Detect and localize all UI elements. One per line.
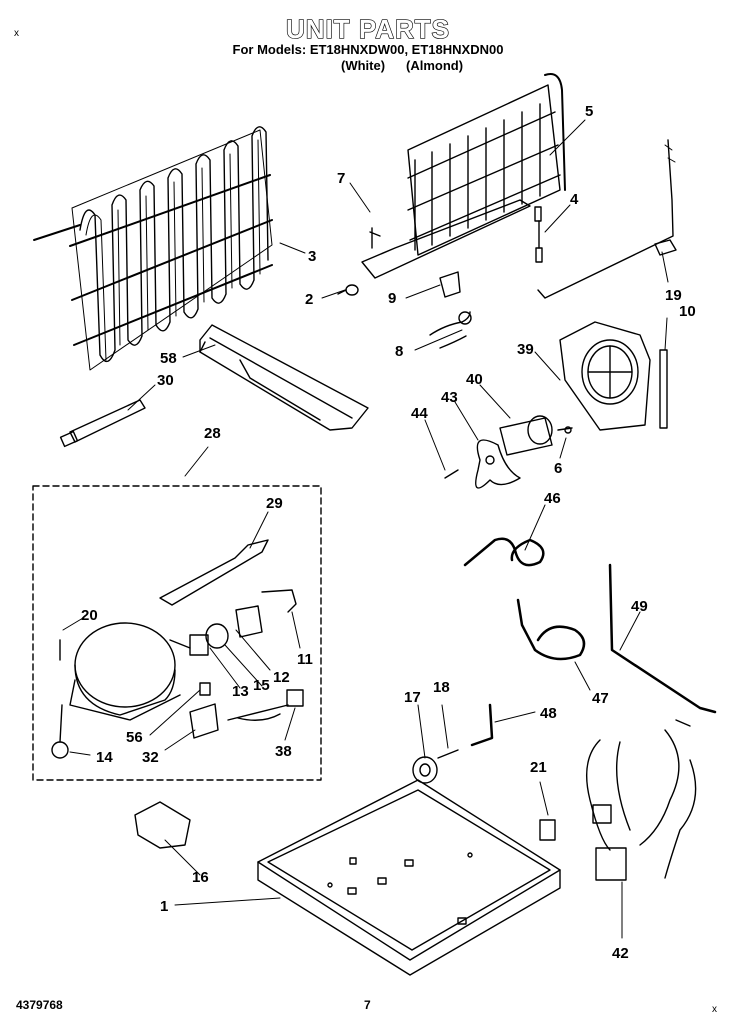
grommet [429,311,472,349]
condenser-coil [33,126,273,371]
color-almond-label: (Almond) [406,58,464,73]
page-title: UNIT PARTS [285,13,451,44]
part-label-48: 48 [540,705,557,722]
part-label-12: 12 [273,669,290,686]
part-label-42: 42 [612,945,629,962]
corner-mark-bottom-right: x [712,1004,717,1015]
part-label-16: 16 [192,869,209,886]
color-white-label: (White) [341,58,386,73]
corner-mark-top-left: x [14,28,19,39]
part-label-39: 39 [517,341,534,358]
part-label-38: 38 [275,743,292,760]
terminal-block-and-harness [189,682,304,739]
gasket-strip [659,349,668,429]
defrost-thermostat [534,139,677,299]
part-label-44: 44 [411,405,428,422]
part-label-40: 40 [466,371,483,388]
part-label-29: 29 [266,495,283,512]
part-label-7: 7 [337,170,345,187]
dryer-tube [516,598,586,661]
part-label-56: 56 [126,729,143,746]
base-frame [257,779,561,976]
evaporator-assembly [361,73,566,279]
part-label-9: 9 [388,290,396,307]
part-label-4: 4 [570,191,579,208]
part-label-32: 32 [142,749,159,766]
filter-drier [159,539,269,606]
doc-number: 4379768 [16,998,63,1012]
screw-and-clip [337,271,461,298]
leader-lines [62,119,669,939]
part-label-49: 49 [631,598,648,615]
relay-box [134,801,191,849]
wire-harness [585,719,697,881]
capillary-tube [608,563,717,714]
page-number: 7 [364,998,371,1012]
part-label-17: 17 [404,689,421,706]
part-label-21: 21 [530,759,547,776]
part-label-19: 19 [665,287,682,304]
short-tube [470,703,494,747]
heater-rod [59,399,146,448]
part-label-30: 30 [157,372,174,389]
relay-parts [189,589,297,656]
part-label-47: 47 [592,690,609,707]
part-label-8: 8 [395,343,403,360]
part-label-1: 1 [160,898,168,915]
part-label-3: 3 [308,248,316,265]
tubing-coil [463,537,545,567]
compressor [51,622,191,759]
fan-shroud [559,321,651,431]
evaporator-fan-motor [444,415,573,489]
roller-and-leveler [412,749,556,841]
drain-pan [199,324,369,431]
part-label-11: 11 [297,651,313,668]
part-label-2: 2 [305,291,313,308]
part-label-46: 46 [544,490,561,507]
models-line: For Models: ET18HNXDW00, ET18HNXDN00 [232,42,504,57]
part-number-labels: 3 2 7 5 4 9 8 19 10 39 40 43 44 6 58 30 … [81,103,696,962]
part-label-43: 43 [441,389,458,406]
part-label-28: 28 [204,425,221,442]
part-label-14: 14 [96,749,113,766]
part-label-20: 20 [81,607,98,624]
part-label-13: 13 [232,683,249,700]
part-label-10: 10 [679,303,696,320]
part-label-15: 15 [253,677,270,694]
part-label-58: 58 [160,350,177,367]
part-label-5: 5 [585,103,593,120]
compressor-group-box [32,485,322,781]
part-label-6: 6 [554,460,562,477]
part-label-18: 18 [433,679,450,696]
